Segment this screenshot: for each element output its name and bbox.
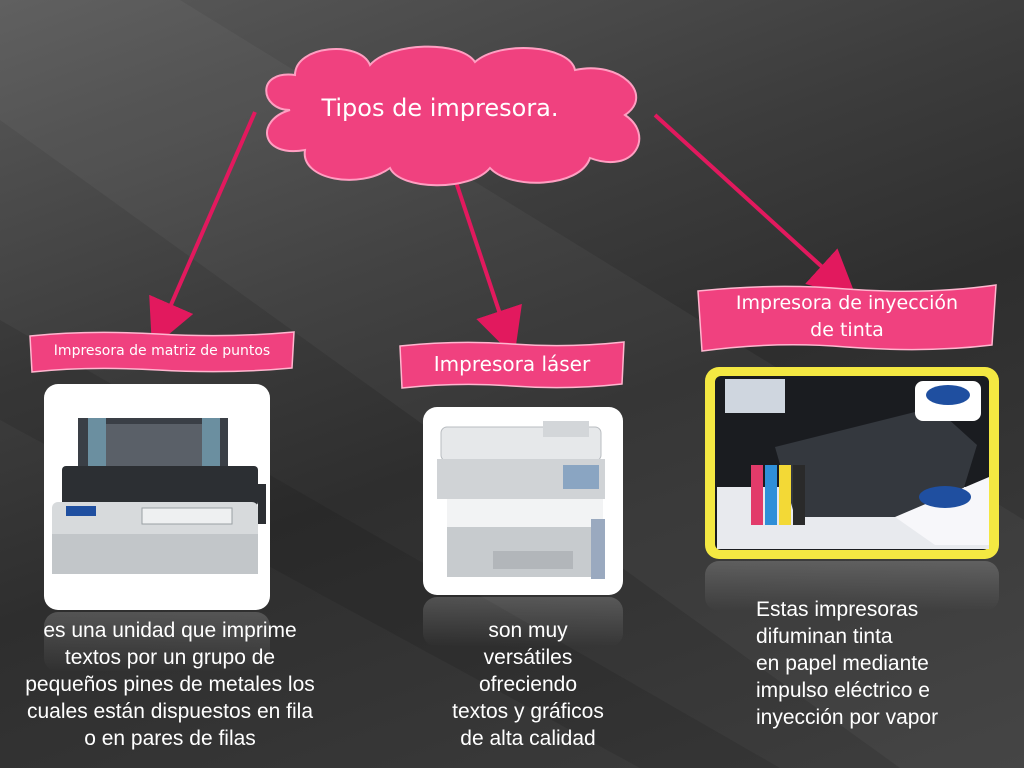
label-laser: Impresora láser	[433, 352, 591, 376]
reflection-matriz	[44, 612, 270, 672]
reflection-inyeccion	[705, 561, 999, 611]
arrow-to-laser	[454, 181, 522, 357]
laser-printer-photo	[423, 407, 623, 595]
banner-laser	[399, 341, 625, 389]
inkjet-printer-photo	[705, 367, 999, 559]
banner-matriz	[29, 331, 295, 373]
label-inyeccion: Impresora de inyección de tinta	[735, 292, 959, 341]
description-inyeccion: Estas impresoras difuminan tinta en pape…	[756, 598, 939, 729]
banner-inyeccion	[697, 284, 997, 352]
title-cloud	[265, 45, 641, 187]
diagram-title: Tipos de impresora.	[321, 94, 559, 122]
dot-matrix-printer-photo	[44, 384, 270, 610]
label-matriz: Impresora de matriz de puntos	[53, 343, 271, 359]
reflection-laser	[423, 597, 623, 647]
description-laser: son muy versátiles ofreciendo textos y g…	[452, 619, 604, 750]
arrow-to-matriz	[149, 111, 257, 349]
description-matriz: es una unidad que imprime textos por un …	[25, 619, 315, 750]
arrow-to-inyeccion	[653, 113, 857, 299]
